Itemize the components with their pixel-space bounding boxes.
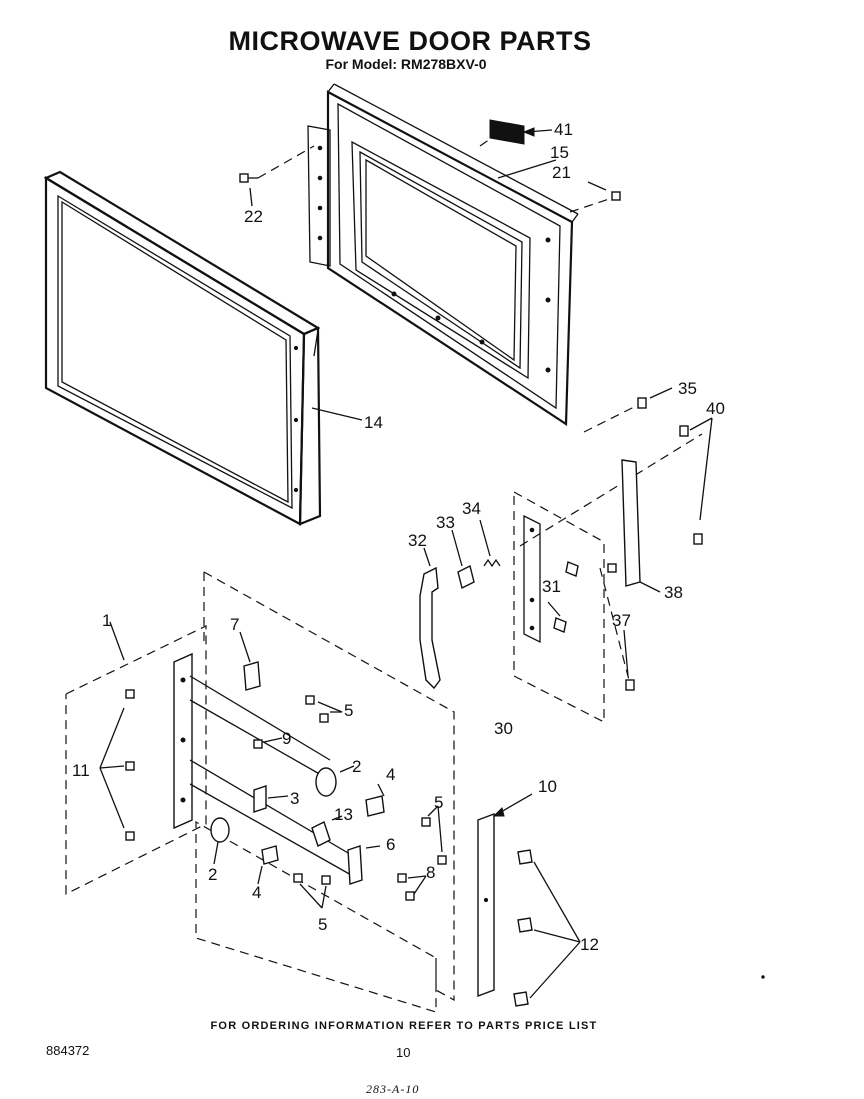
callout-37: 37	[612, 611, 631, 630]
latch-part-32	[419, 547, 441, 690]
callout-5-right: 5	[434, 793, 443, 812]
part-33	[451, 529, 475, 590]
hinge-assembly-part-30	[513, 433, 703, 723]
callout-8: 8	[426, 863, 435, 882]
callout-5-bottom: 5	[318, 915, 327, 934]
callout-6: 6	[386, 835, 395, 854]
callout-11: 12	[580, 935, 599, 954]
callout-5-top: 5	[344, 701, 353, 720]
screw-part-22	[239, 145, 315, 207]
document-number: 884372	[46, 1043, 90, 1058]
door-frame-part-14	[43, 170, 363, 526]
callout-15: 15	[550, 143, 569, 162]
callout-9: 9	[282, 729, 291, 748]
callout-2-lower: 2	[208, 865, 217, 884]
callout-4-upper: 4	[386, 765, 395, 784]
page-title: MICROWAVE DOOR PARTS	[228, 26, 592, 56]
callout-3: 3	[290, 789, 299, 808]
door-panel-part-15	[307, 83, 579, 426]
latch-assembly-part-1	[65, 621, 207, 895]
bracket-part-38	[583, 387, 713, 691]
strip-part-10	[477, 793, 581, 1007]
callout-38: 38	[664, 583, 683, 602]
callout-41: 41	[554, 120, 573, 139]
handwritten-note: 283-A-10	[366, 1082, 420, 1096]
callout-35: 35	[678, 379, 697, 398]
callout-21: 21	[552, 163, 571, 182]
ordering-note: FOR ORDERING INFORMATION REFER TO PARTS …	[210, 1020, 598, 1032]
callout-1: 1	[102, 611, 111, 630]
label-plate-part-41	[489, 119, 553, 145]
callout-32: 32	[408, 531, 427, 550]
callout-12: 11	[72, 761, 90, 780]
callout-34: 34	[462, 499, 481, 518]
callout-40: 40	[706, 399, 725, 418]
callout-22: 22	[244, 207, 263, 226]
callout-7: 7	[230, 615, 239, 634]
model-subtitle: For Model: RM278BXV-0	[325, 56, 487, 72]
callout-30: 30	[494, 719, 513, 738]
page-number: 10	[396, 1045, 411, 1060]
spring-part-34	[479, 519, 501, 568]
callout-33: 33	[436, 513, 455, 532]
callout-2-upper: 2	[352, 757, 361, 776]
screw-part-21	[569, 181, 621, 213]
callout-4-lower: 4	[252, 883, 261, 902]
callout-31: 31	[542, 577, 561, 596]
callout-10: 10	[538, 777, 557, 796]
callout-14: 14	[364, 413, 383, 432]
callout-13: 13	[334, 805, 353, 824]
